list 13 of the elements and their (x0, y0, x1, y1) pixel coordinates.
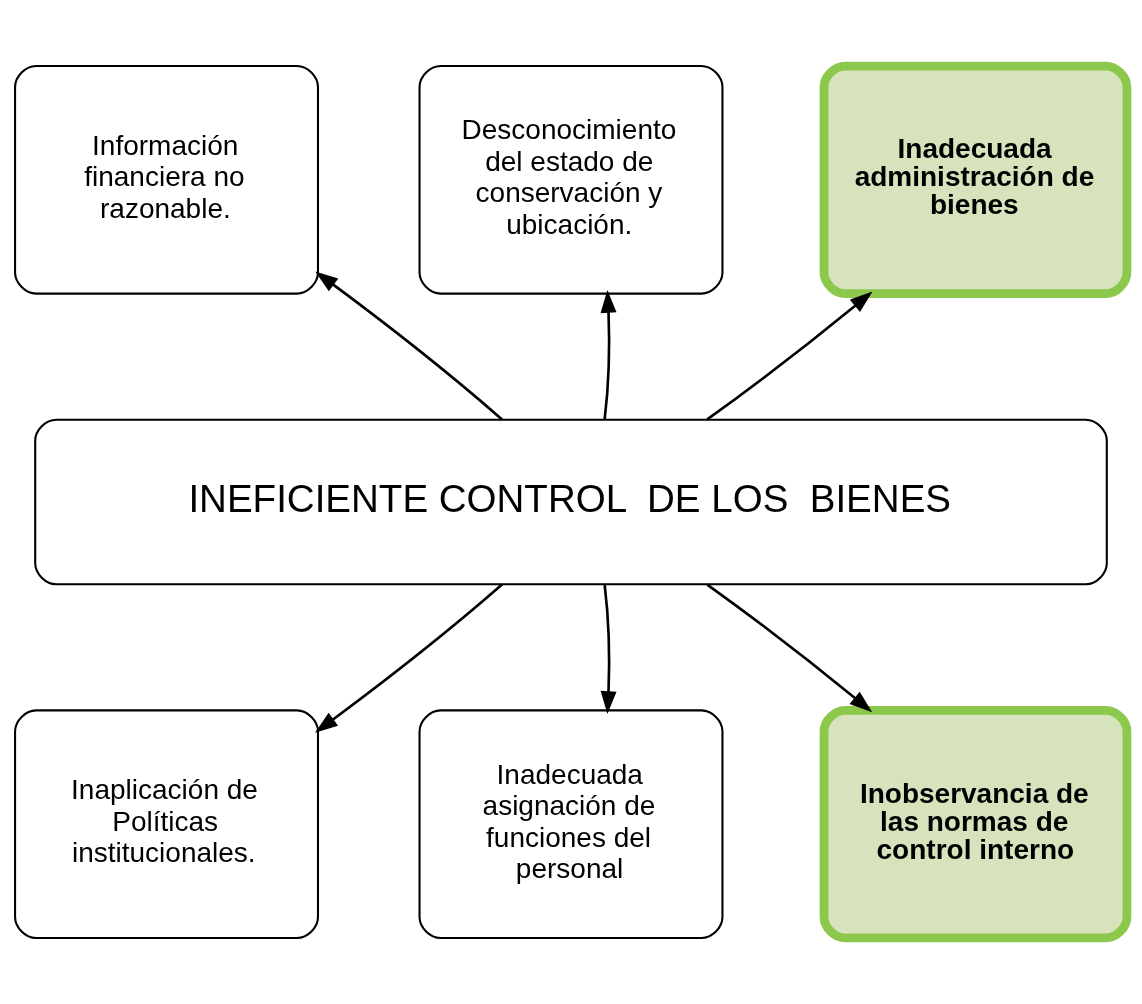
arrow (706, 583, 873, 713)
arrow (315, 271, 504, 421)
node-box: Desconocimiento del estado de conservación y ubicación. (418, 64, 724, 295)
arrow (315, 583, 503, 733)
arrow (600, 584, 617, 715)
node-box: Información financiera no razonable. (14, 64, 320, 295)
node-box: Inadecuada administración de bienes (819, 61, 1132, 298)
arrow (706, 291, 873, 421)
node-box: Inadecuada asignación de funciones del personal (418, 709, 724, 940)
node-box: INEFICIENTE CONTROL DE LOS BIENES (34, 418, 1108, 586)
arrow (600, 289, 617, 420)
node-box: Inaplicación de Políticas institucionales. (14, 709, 320, 940)
node-box: Inobservancia de las normas de control interno (819, 706, 1132, 943)
